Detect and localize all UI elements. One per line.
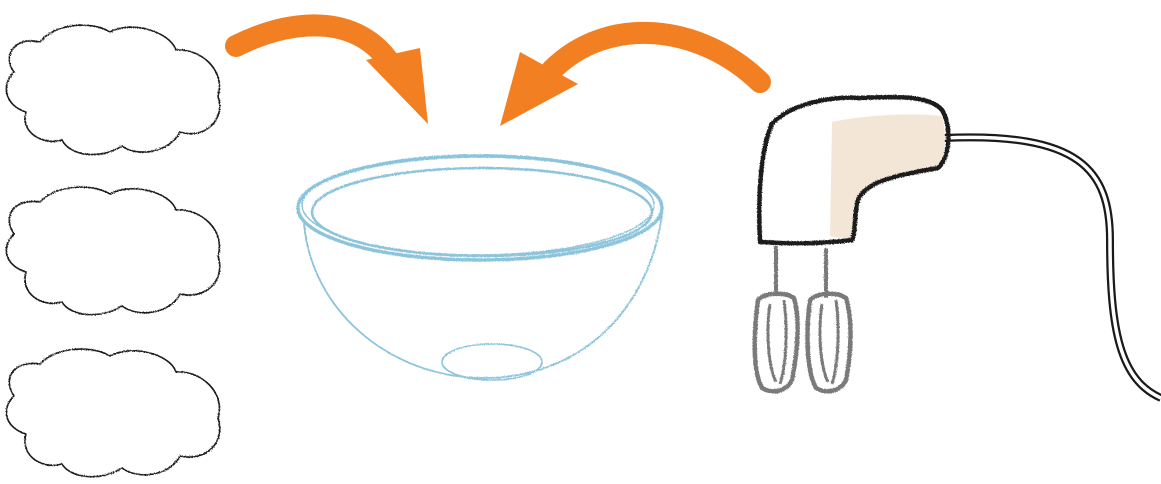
beater-left (755, 294, 798, 392)
bowl-rim-line (302, 155, 654, 255)
arrow-ingredients-to-bowl (236, 25, 428, 124)
cloud-outline-2 (6, 187, 219, 315)
mixer-body-accent (830, 114, 945, 238)
mixer-beaters (755, 246, 851, 391)
arrow-shaft-right (552, 33, 760, 82)
arrow-mixer-to-bowl (500, 33, 760, 126)
beater-right (808, 294, 851, 392)
mixing-bowl (298, 155, 662, 380)
hand-mixer (755, 97, 1161, 398)
beater-right-inner (820, 300, 838, 384)
ingredient-clouds (6, 25, 219, 477)
mixer-cord (944, 137, 1161, 398)
cloud-outline-1 (6, 25, 219, 154)
cloud-outline-3 (6, 349, 219, 477)
bowl-base (442, 344, 542, 380)
arrow-head-left (366, 48, 428, 124)
beater-left-inner (768, 300, 786, 384)
